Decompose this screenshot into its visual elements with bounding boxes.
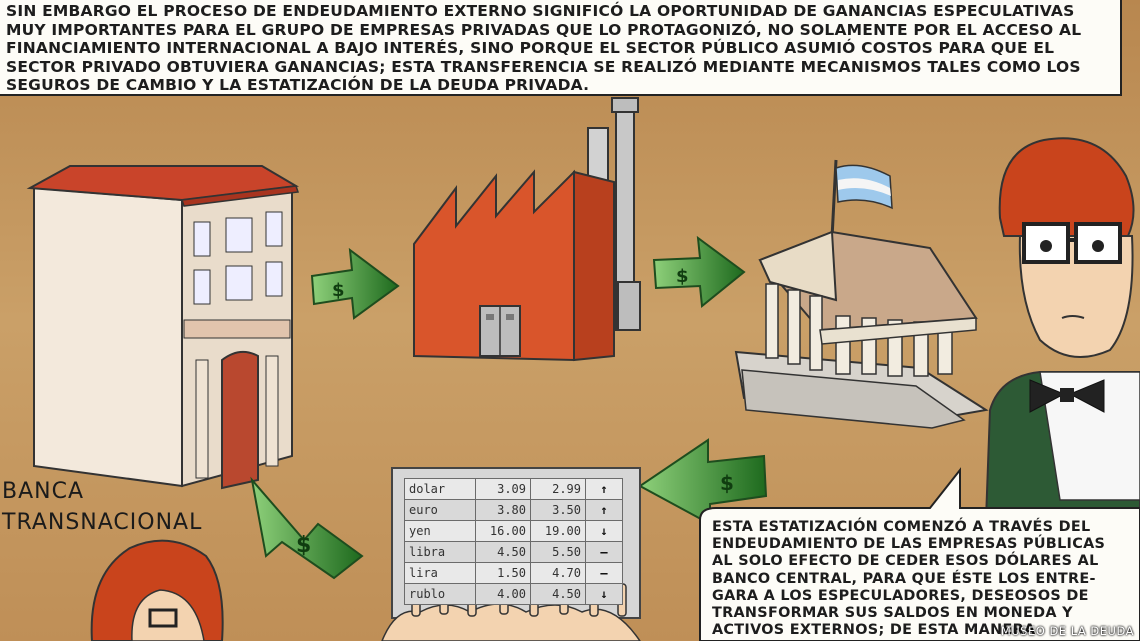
sell-rate: 2.99 [530,478,586,500]
currency-name: libra [404,541,476,563]
trend-indicator: — [585,562,623,584]
sell-rate: 4.50 [530,583,586,605]
caption-line: SEGUROS DE CAMBIO Y LA ESTATIZACIÓN DE L… [6,76,590,94]
currency-name: dolar [404,478,476,500]
trend-indicator: ↓ [585,583,623,605]
speech-line: TRANSFORMAR SUS SALDOS EN MONEDA Y [712,605,1073,622]
exchange-rate-table: dolar 3.09 2.99 ↑ euro 3.80 3.50 ↑ yen 1… [404,478,623,605]
dollar-arrow-factory-to-central-bank: $ [652,235,746,308]
currency-name: lira [404,562,476,584]
speech-text: ESTA ESTATIZACIÓN COMENZÓ A TRAVÉS DEL E… [712,519,1140,639]
central-bank-building [734,159,989,429]
character-bottom-left [90,539,224,641]
table-row: yen 16.00 19.00 ↓ [404,520,623,542]
speech-line: AL SOLO EFECTO DE CEDER ESOS DÓLARES AL [712,553,1099,570]
speech-line: ACTIVOS EXTERNOS; DE ESTA MANERA [712,622,1036,639]
svg-text:$: $ [332,280,345,301]
transnational-bank-building [26,165,300,490]
bank-label: BANCA TRANSNACIONAL [2,476,202,538]
caption-line: SIN EMBARGO EL PROCESO DE ENDEUDAMIENTO … [6,2,1075,20]
sell-rate: 19.00 [530,520,586,542]
buy-rate: 3.80 [475,499,531,521]
table-row: euro 3.80 3.50 ↑ [404,499,623,521]
buy-rate: 16.00 [475,520,531,542]
table-row: rublo 4.00 4.50 ↓ [404,583,623,605]
caption-text: SIN EMBARGO EL PROCESO DE ENDEUDAMIENTO … [6,2,1110,95]
currency-name: yen [404,520,476,542]
buy-rate: 4.50 [475,541,531,563]
sell-rate: 5.50 [530,541,586,563]
speech-line: BANCO CENTRAL, PARA QUE ÉSTE LOS ENTRE- [712,570,1096,587]
buy-rate: 4.00 [475,583,531,605]
table-row: lira 1.50 4.70 — [404,562,623,584]
caption-line: FINANCIAMIENTO INTERNACIONAL A BAJO INTE… [6,39,1055,57]
speech-line: ENDEUDAMIENTO DE LAS EMPRESAS PÚBLICAS [712,536,1106,553]
bank-label-line: TRANSNACIONAL [2,510,203,535]
dollar-arrow-bank-to-factory: $ [310,247,400,320]
table-row: libra 4.50 5.50 — [404,541,623,563]
bank-label-line: BANCA [2,479,85,504]
image-credit: MUSEO DE LA DEUDA [1000,624,1134,638]
sell-rate: 3.50 [530,499,586,521]
dollar-arrow-speculators-to-bank: $ [250,476,364,580]
speech-line: ESTA ESTATIZACIÓN COMENZÓ A TRAVÉS DEL [712,519,1091,535]
speech-bubble [699,467,1140,641]
caption-line: MUY IMPORTANTES PARA EL GRUPO DE EMPRESA… [6,20,1082,39]
character-narrator [984,137,1140,521]
factory [413,97,641,362]
svg-text:$: $ [676,266,689,287]
dollar-arrow-central-bank-to-speculators: $ [638,438,768,526]
buy-rate: 1.50 [475,562,531,584]
buy-rate: 3.09 [475,478,531,500]
trend-indicator: ↑ [585,478,623,500]
caption-box: SIN EMBARGO EL PROCESO DE ENDEUDAMIENTO … [0,0,1122,96]
table-row: dolar 3.09 2.99 ↑ [404,478,623,500]
currency-name: rublo [404,583,476,605]
sell-rate: 4.70 [530,562,586,584]
currency-name: euro [404,499,476,521]
svg-text:$: $ [296,533,311,558]
caption-line: SECTOR PRIVADO OBTUVIERA GANANCIAS; ESTA… [6,57,1081,76]
trend-indicator: ↑ [585,499,623,521]
speech-line: GARA A LOS ESPECULADORES, DESEOSOS DE [712,587,1089,604]
trend-indicator: — [585,541,623,563]
trend-indicator: ↓ [585,520,623,542]
svg-text:$: $ [720,471,734,495]
